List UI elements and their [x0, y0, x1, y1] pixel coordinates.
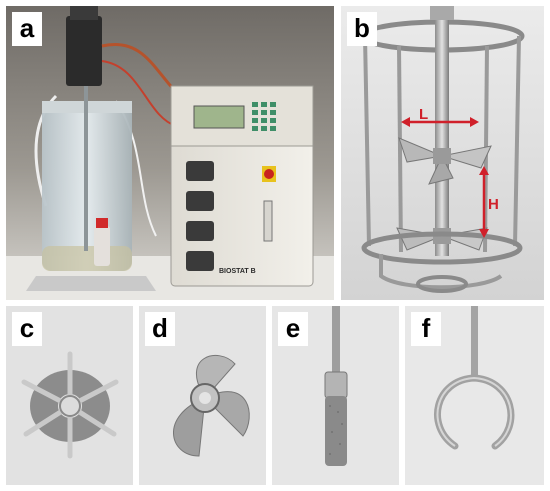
panel-a-bioreactor-photo: BIOSTAT B a — [6, 6, 334, 300]
dimension-arrows — [401, 117, 489, 238]
dimension-label-H: H — [488, 196, 499, 213]
panel-d-pitched-blade-impeller: d — [139, 306, 266, 485]
bioreactor-illustration: BIOSTAT B — [6, 6, 334, 300]
panel-label-a: a — [12, 12, 42, 46]
dimension-label-L: L — [419, 106, 428, 123]
panel-c-rushton-turbine: c — [6, 306, 133, 485]
impeller-cage-illustration: L H — [341, 6, 544, 300]
lcd-display — [193, 105, 245, 129]
upper-impeller — [398, 137, 492, 185]
motor — [66, 16, 102, 86]
panel-label-e: e — [278, 312, 308, 346]
panel-e-sparger-stone: e — [272, 306, 399, 485]
panel-label-c: c — [12, 312, 42, 346]
panel-label-b: b — [347, 12, 377, 46]
rushton-turbine-illustration — [6, 306, 133, 485]
device-brand-text: BIOSTAT B — [219, 268, 256, 275]
panel-label-d: d — [145, 312, 175, 346]
panel-label-f: f — [411, 312, 441, 346]
panel-b-impeller-cage: L H b — [341, 6, 544, 300]
panel-f-ring-sparger: f — [405, 306, 544, 485]
